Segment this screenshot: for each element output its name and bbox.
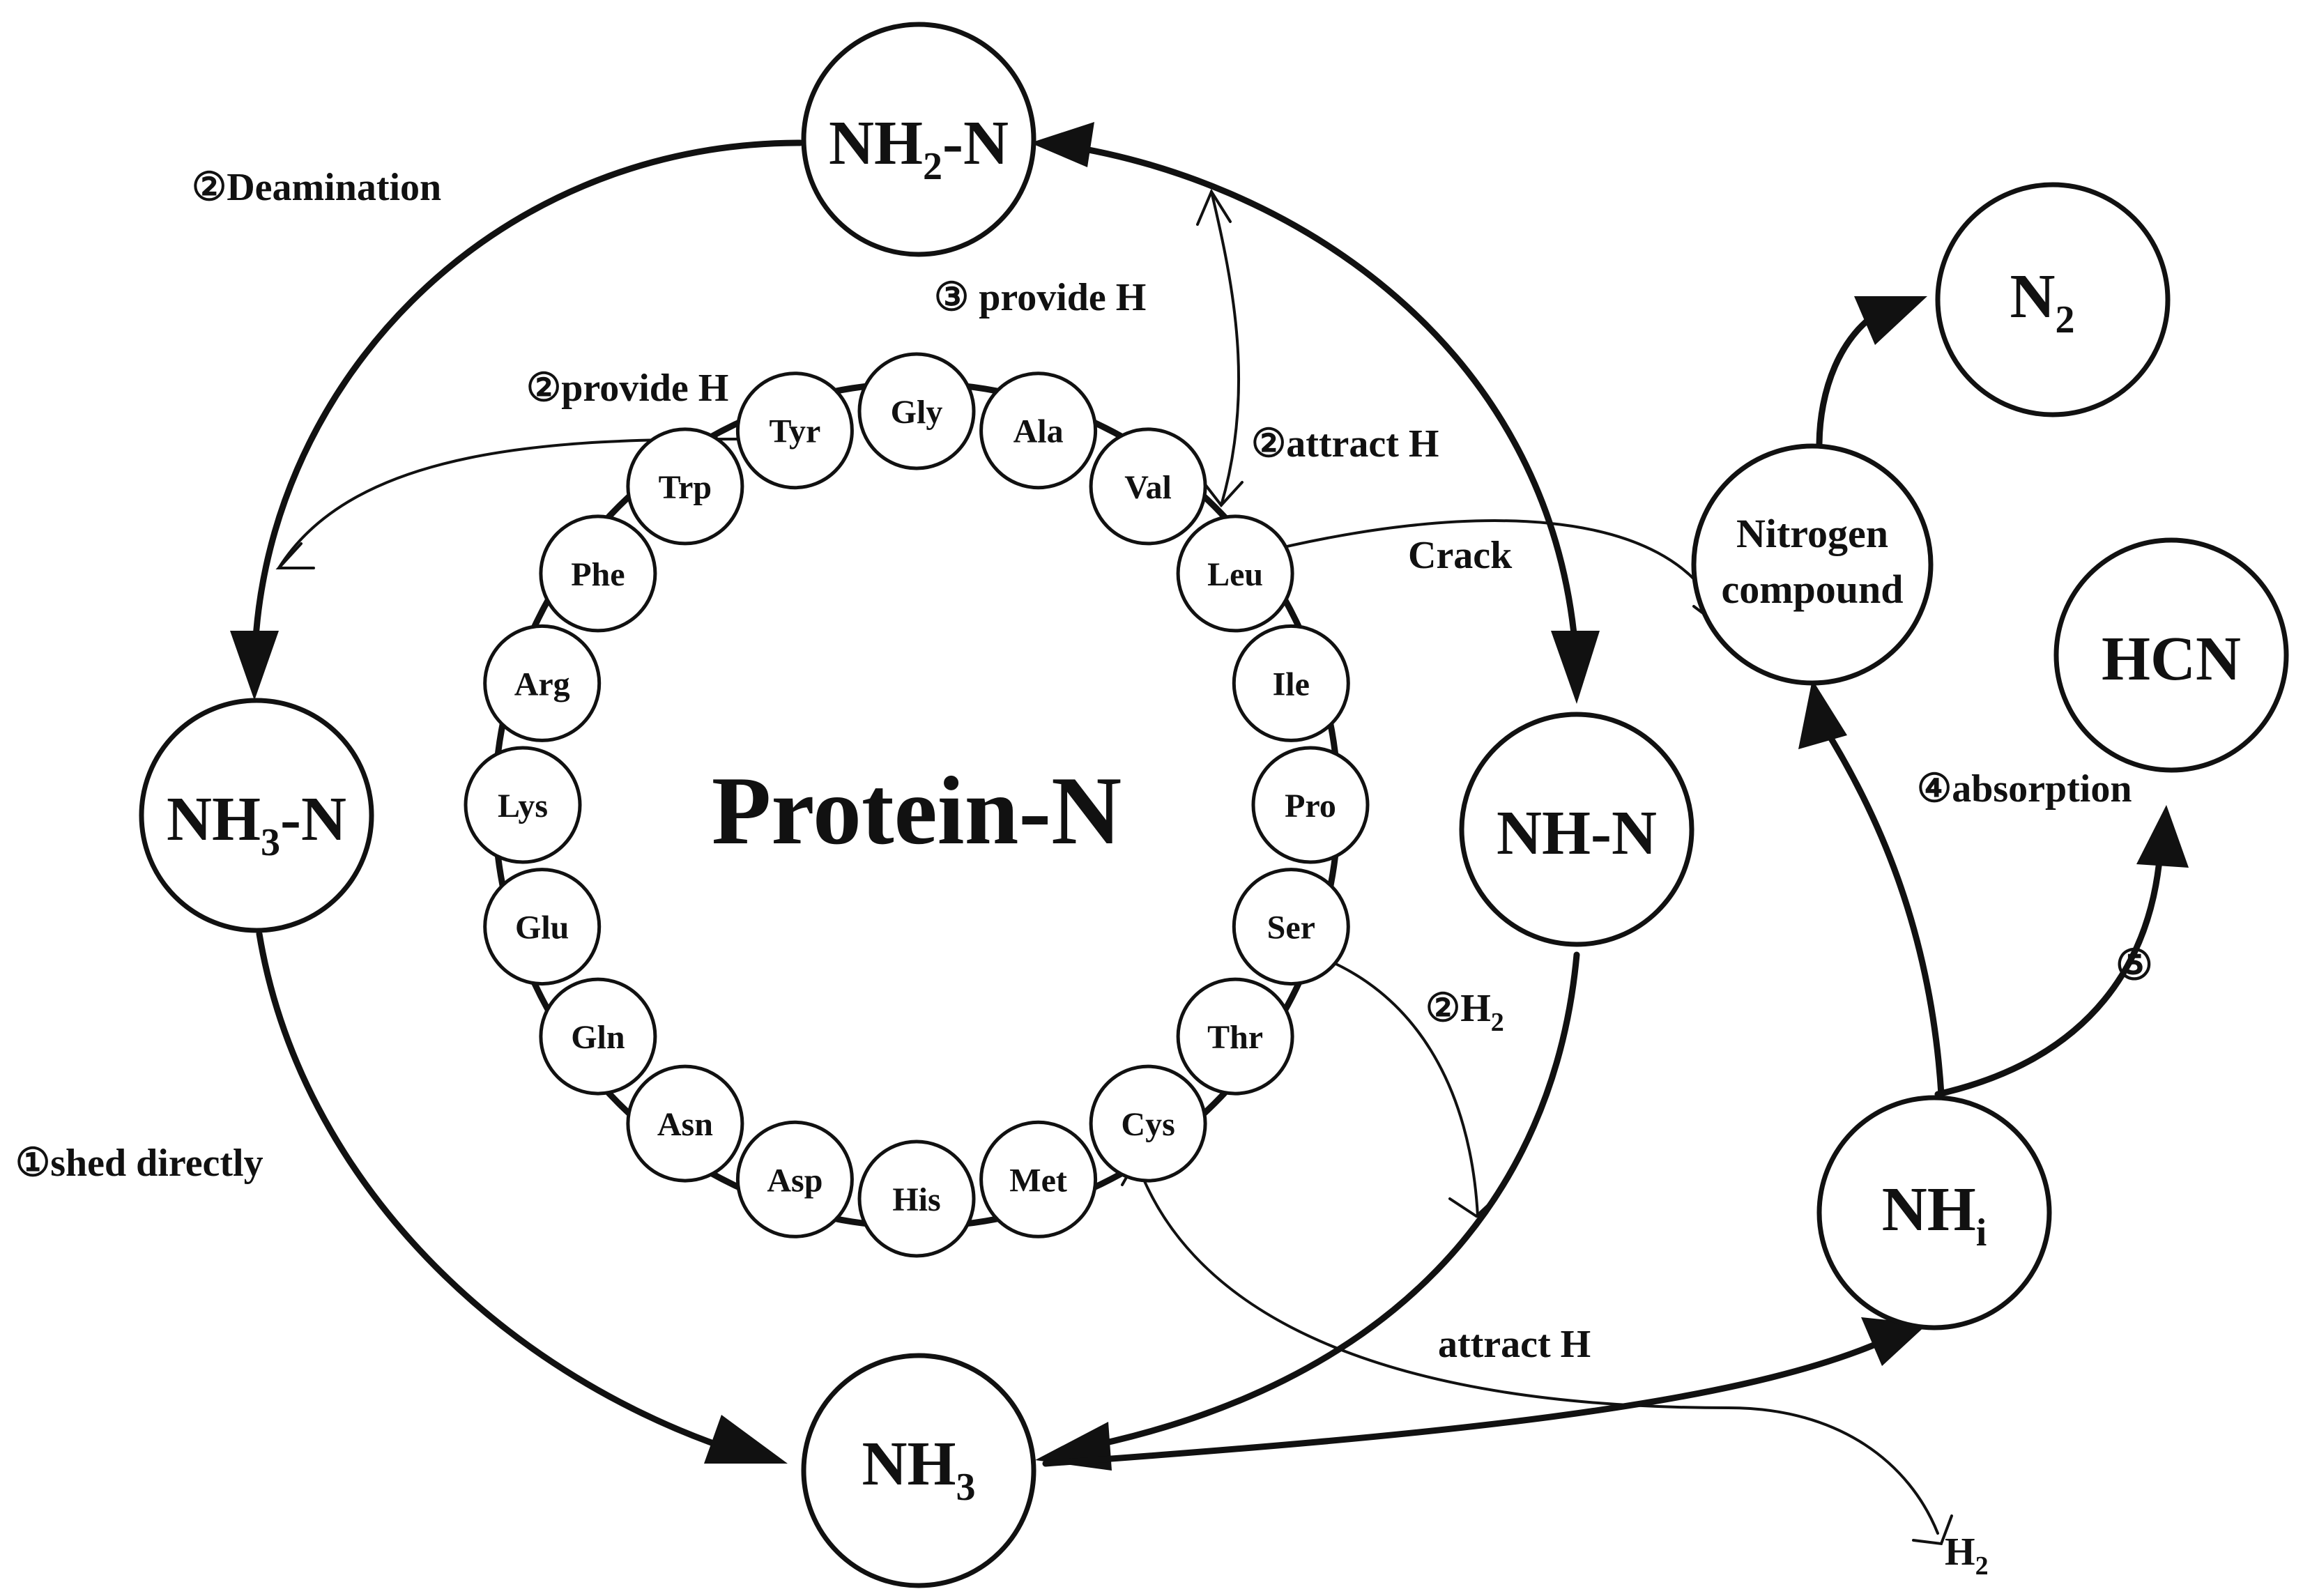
amino-acid-met: Met (979, 1120, 1098, 1238)
arrowhead-n2 (1854, 296, 1927, 345)
svg-text:N2: N2 (2010, 262, 2075, 342)
amino-acid-label: Glu (515, 910, 569, 946)
amino-acid-label: Ser (1267, 910, 1315, 946)
amino-acid-label: Lys (498, 788, 548, 824)
svg-text:NH-N: NH-N (1497, 799, 1657, 868)
svg-text:HCN: HCN (2102, 624, 2241, 693)
arrowhead-hcn (2136, 805, 2189, 868)
amino-acid-ser: Ser (1232, 868, 1350, 986)
label-five: ⑤ (2115, 942, 2153, 988)
amino-acid-label: Thr (1207, 1019, 1263, 1056)
svg-text:NH3-N: NH3-N (167, 785, 346, 864)
label-deamination: ②Deamination (192, 166, 441, 209)
arrowhead-provide-h-3-top (1196, 188, 1232, 226)
amino-acid-ile: Ile (1232, 624, 1350, 742)
amino-acid-arg: Arg (483, 624, 602, 742)
amino-acid-gln: Gln (539, 977, 657, 1096)
amino-acid-his: His (857, 1140, 976, 1258)
amino-acid-ala: Ala (979, 371, 1098, 490)
arrowhead-nh3-left (704, 1415, 788, 1464)
arrow-nhn-nh3 (1070, 951, 1580, 1453)
amino-acid-label: Trp (659, 469, 712, 506)
amino-acid-label: Gln (571, 1019, 625, 1056)
amino-acid-label: Pro (1285, 788, 1336, 824)
arrowhead-nh2n (1030, 122, 1094, 167)
arrow-provide-h-3 (1210, 190, 1241, 507)
amino-acid-label: Asn (657, 1106, 713, 1143)
arrow-nh2n-nhn (1042, 139, 1580, 673)
amino-acid-leu: Leu (1176, 514, 1294, 633)
arrowhead-attract-h-bottom (1912, 1514, 1953, 1546)
amino-acid-asp: Asp (735, 1120, 854, 1238)
svg-text:Nitrogen: Nitrogen (1736, 511, 1888, 556)
amino-acid-label: Cys (1121, 1106, 1175, 1143)
amino-acid-label: Asp (767, 1162, 822, 1199)
amino-acid-label: Leu (1207, 556, 1263, 593)
amino-acid-label: Met (1009, 1162, 1067, 1199)
label-shed-directly: ①shed directly (15, 1142, 263, 1185)
arrowhead-nhn (1551, 631, 1600, 704)
svg-text:NHi: NHi (1882, 1175, 1987, 1254)
amino-acid-trp: Trp (626, 427, 744, 546)
amino-acid-glu: Glu (483, 868, 602, 986)
arrow-absorption (1819, 721, 1945, 1098)
amino-acid-label: His (892, 1181, 940, 1218)
amino-acid-label: Gly (891, 394, 943, 431)
node-n2: N2 (1935, 182, 2171, 417)
label-attract-h: attract H (1438, 1323, 1591, 1366)
arrow-nh3-nhi (1042, 1338, 1885, 1467)
node-nitrogen-compound: Nitrogen compound (1691, 443, 1934, 686)
amino-acid-label: Arg (514, 666, 570, 703)
arrow-attract-h (1135, 1159, 1939, 1535)
arrowhead-provide-h-3-bottom (1201, 479, 1244, 508)
node-nh3n: NH3-N (139, 698, 374, 933)
arrow-nhi-hcn (1934, 840, 2164, 1098)
arrow-h2-reaction (1309, 952, 1479, 1218)
arrowhead-nitrogen-compound (1798, 680, 1847, 749)
label-provide-h-3: ③ provide H (934, 276, 1146, 319)
node-nhn: NH-N (1459, 712, 1694, 947)
label-h2-reaction: ②H2 (1425, 987, 1504, 1037)
arrow-deamination (251, 139, 804, 673)
node-hcn: HCN (2053, 537, 2289, 773)
label-h2-product: H2 (1945, 1530, 1989, 1581)
arrowhead-h2-reaction (1448, 1194, 1500, 1218)
amino-acid-asn: Asn (626, 1064, 744, 1183)
arrowhead-nhi (1861, 1317, 1927, 1366)
amino-acid-label: Ala (1013, 413, 1064, 450)
label-provide-h-2: ②provide H (526, 367, 728, 410)
arrowhead-nh3n (230, 631, 279, 700)
amino-acid-tyr: Tyr (735, 371, 854, 490)
node-nhi: NHi (1816, 1095, 2052, 1330)
amino-acid-val: Val (1089, 427, 1207, 546)
node-nh2n: NH2-N (801, 22, 1036, 257)
label-crack: Crack (1408, 534, 1513, 577)
svg-text:NH3: NH3 (862, 1429, 976, 1509)
amino-acid-lys: Lys (464, 746, 582, 864)
label-absorption: ④absorption (1917, 767, 2132, 811)
arrowhead-provide-h-2 (275, 542, 315, 569)
amino-acid-label: Val (1124, 469, 1172, 506)
arrow-shed-directly (256, 930, 756, 1460)
svg-text:compound: compound (1721, 567, 1903, 612)
amino-acid-thr: Thr (1176, 977, 1294, 1096)
label-attract-h-2: ②attract H (1251, 422, 1439, 466)
amino-acid-label: Ile (1273, 666, 1310, 703)
amino-acid-cys: Cys (1089, 1064, 1207, 1183)
protein-label: Protein-N (712, 757, 1122, 865)
node-nh3: NH3 (801, 1353, 1036, 1588)
amino-acid-label: Phe (571, 556, 625, 593)
amino-acid-pro: Pro (1251, 746, 1370, 864)
amino-acid-gly: Gly (857, 352, 976, 470)
svg-text:NH2-N: NH2-N (829, 109, 1009, 188)
amino-acid-phe: Phe (539, 514, 657, 633)
amino-acid-label: Tyr (770, 413, 821, 450)
arrow-crack (1253, 519, 1723, 622)
